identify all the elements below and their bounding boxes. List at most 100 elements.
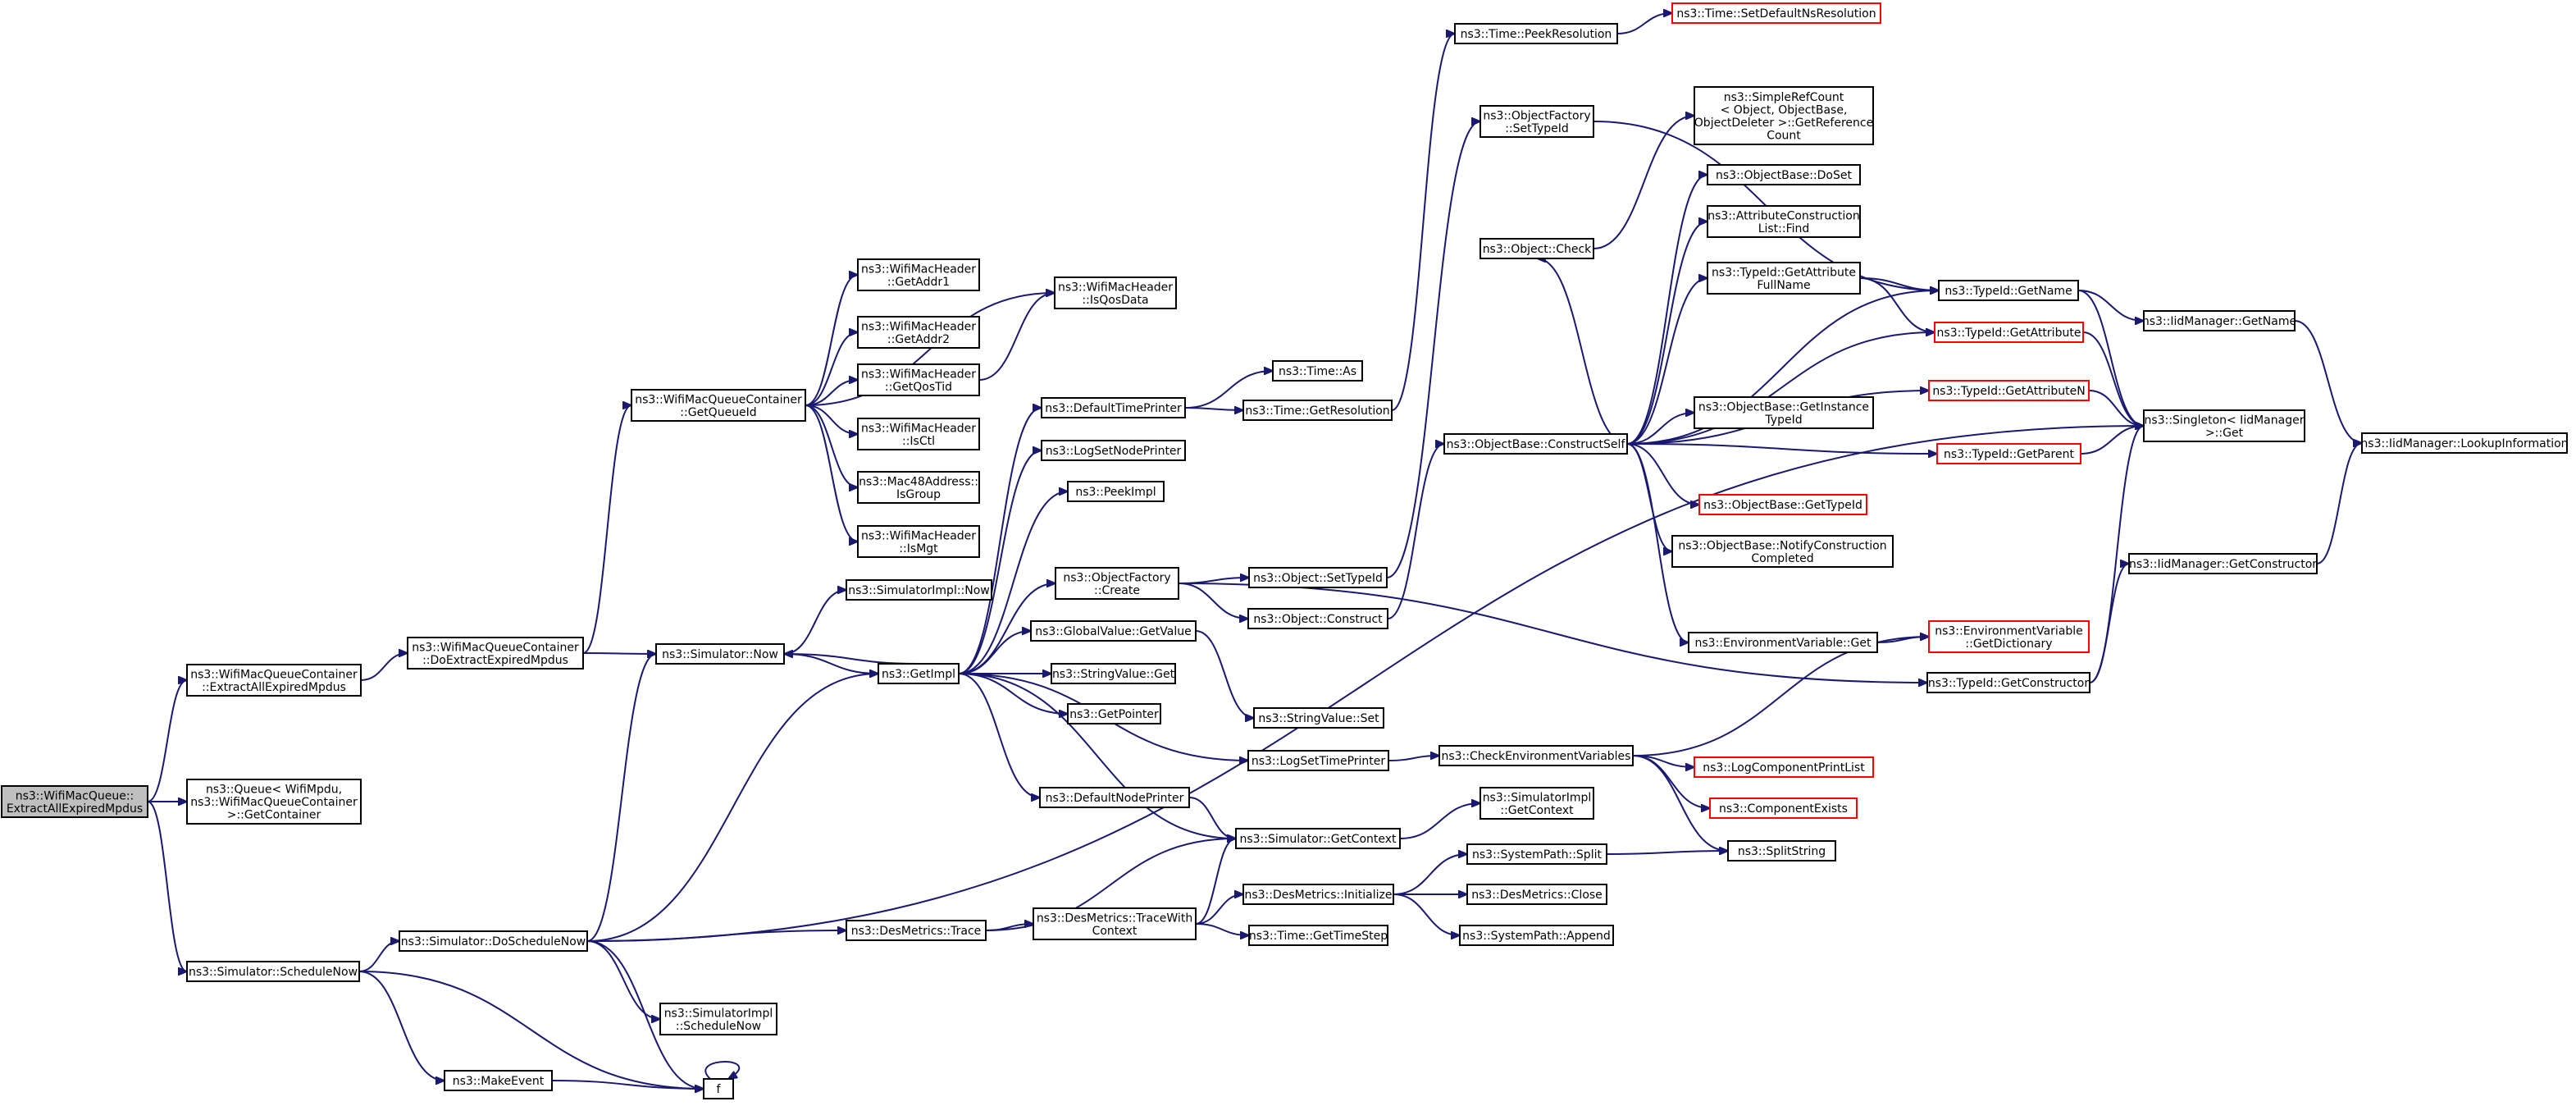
node-time-as[interactable]: ns3::Time::As [1272, 360, 1363, 382]
node-box[interactable] [1247, 608, 1388, 629]
node-get-pointer[interactable]: ns3::GetPointer [1067, 703, 1161, 724]
node-env-get-dict[interactable]: ns3::EnvironmentVariable::GetDictionary [1928, 620, 2090, 653]
node-log-set-time-printer[interactable]: ns3::LogSetTimePrinter [1247, 750, 1389, 771]
node-box[interactable] [1727, 840, 1836, 861]
node-get-impl[interactable]: ns3::GetImpl [878, 663, 960, 684]
node-do-schedule-now[interactable]: ns3::Simulator::DoScheduleNow [399, 930, 588, 952]
node-peek-impl[interactable]: ns3::PeekImpl [1067, 481, 1165, 502]
node-box[interactable] [1041, 440, 1186, 461]
node-box[interactable] [1438, 745, 1634, 766]
node-box[interactable] [2361, 432, 2568, 454]
node-box[interactable] [1242, 400, 1393, 421]
node-obj-base-get-type-id[interactable]: ns3::ObjectBase::GetTypeId [1698, 494, 1867, 515]
node-box[interactable] [1936, 443, 2081, 464]
node-box[interactable] [1041, 397, 1186, 418]
node-log-comp-print-list[interactable]: ns3::LogComponentPrintList [1694, 756, 1874, 778]
node-type-id-get-attr-n[interactable]: ns3::TypeId::GetAttributeN [1928, 380, 2090, 401]
node-box[interactable] [2128, 553, 2318, 574]
node-get-queue-id[interactable]: ns3::WifiMacQueueContainer::GetQueueId [631, 389, 806, 422]
node-box[interactable] [444, 1070, 553, 1091]
node-type-id-get-parent[interactable]: ns3::TypeId::GetParent [1936, 443, 2081, 464]
node-box[interactable] [186, 664, 362, 697]
node-box[interactable] [1067, 703, 1161, 724]
node-box[interactable] [1479, 238, 1594, 259]
node-box[interactable] [1707, 262, 1861, 295]
node-is-qos-data[interactable]: ns3::WifiMacHeader::IsQosData [1054, 276, 1177, 309]
node-box[interactable] [1051, 663, 1176, 684]
node-sim-get-context[interactable]: ns3::Simulator::GetContext [1235, 828, 1401, 849]
node-box[interactable] [1466, 843, 1607, 865]
node-time-peek-res[interactable]: ns3::Time::PeekResolution [1454, 23, 1618, 44]
node-box[interactable] [1454, 23, 1618, 44]
node-sim-impl-get-context[interactable]: ns3::SimulatorImpl::GetContext [1479, 787, 1594, 820]
node-obj-factory-set-type-id[interactable]: ns3::ObjectFactory::SetTypeId [1479, 105, 1594, 138]
node-check-env-vars[interactable]: ns3::CheckEnvironmentVariables [1438, 745, 1634, 766]
node-singleton-get[interactable]: ns3::Singleton< IidManager>::Get [2143, 409, 2305, 442]
node-f[interactable]: f [703, 1078, 734, 1099]
node-box[interactable] [1934, 322, 2084, 343]
node-box[interactable] [186, 779, 362, 825]
node-type-id-get-name[interactable]: ns3::TypeId::GetName [1938, 280, 2079, 301]
node-global-value-get[interactable]: ns3::GlobalValue::GetValue [1030, 620, 1197, 642]
node-des-init[interactable]: ns3::DesMetrics::Initialize [1242, 884, 1394, 905]
node-iid-mgr-get-name[interactable]: ns3::IidManager::GetName [2142, 310, 2296, 331]
node-schedule-now[interactable]: ns3::Simulator::ScheduleNow [186, 961, 360, 982]
node-box[interactable] [1694, 86, 1874, 145]
node-sim-impl-now[interactable]: ns3::SimulatorImpl::Now [846, 579, 992, 601]
node-obj-set-type-id[interactable]: ns3::Object::SetTypeId [1248, 567, 1388, 588]
node-is-mgt[interactable]: ns3::WifiMacHeader::IsMgt [857, 525, 980, 558]
node-get-addr2[interactable]: ns3::WifiMacHeader::GetAddr2 [857, 316, 980, 349]
node-box[interactable] [1671, 2, 1881, 24]
node-log-set-node-printer[interactable]: ns3::LogSetNodePrinter [1041, 440, 1186, 461]
node-box[interactable] [1054, 276, 1177, 309]
node-box[interactable] [1938, 280, 2079, 301]
node-sys-path-split[interactable]: ns3::SystemPath::Split [1466, 843, 1607, 865]
node-extract-all[interactable]: ns3::WifiMacQueueContainer::ExtractAllEx… [186, 664, 362, 697]
node-box[interactable] [857, 418, 980, 450]
node-type-id-get-constr[interactable]: ns3::TypeId::GetConstructor [1926, 672, 2090, 693]
node-obj-check[interactable]: ns3::Object::Check [1479, 238, 1594, 259]
node-box[interactable] [1235, 828, 1401, 849]
node-default-time-printer[interactable]: ns3::DefaultTimePrinter [1041, 397, 1186, 418]
node-box[interactable] [631, 389, 806, 422]
node-box[interactable] [1928, 380, 2090, 401]
node-box[interactable] [1709, 798, 1858, 819]
node-root[interactable]: ns3::WifiMacQueue::ExtractAllExpiredMpdu… [1, 785, 148, 818]
node-box[interactable] [1466, 884, 1607, 905]
node-box[interactable] [846, 579, 992, 601]
node-box[interactable] [1242, 884, 1394, 905]
node-box[interactable] [1694, 396, 1874, 429]
node-is-ctl[interactable]: ns3::WifiMacHeader::IsCtl [857, 418, 980, 450]
node-comp-exists[interactable]: ns3::ComponentExists [1709, 798, 1858, 819]
node-split-string[interactable]: ns3::SplitString [1727, 840, 1836, 861]
node-box[interactable] [1030, 620, 1197, 642]
node-box[interactable] [1707, 164, 1861, 185]
node-box[interactable] [1039, 787, 1190, 808]
node-obj-factory-create[interactable]: ns3::ObjectFactory::Create [1055, 567, 1179, 600]
node-box[interactable] [1067, 481, 1165, 502]
node-box[interactable] [1926, 672, 2090, 693]
node-time-get-time-step[interactable]: ns3::Time::GetTimeStep [1248, 925, 1388, 946]
node-obj-construct[interactable]: ns3::Object::Construct [1247, 608, 1388, 629]
node-make-event[interactable]: ns3::MakeEvent [444, 1070, 553, 1091]
node-string-value-get[interactable]: ns3::StringValue::Get [1051, 663, 1176, 684]
node-box[interactable] [407, 637, 584, 670]
node-box[interactable] [1, 785, 148, 818]
node-box[interactable] [2143, 409, 2305, 442]
node-notify-constr[interactable]: ns3::ObjectBase::NotifyConstructionCompl… [1671, 535, 1894, 568]
node-box[interactable] [1928, 620, 2090, 653]
node-box[interactable] [1479, 787, 1594, 820]
node-box[interactable] [399, 930, 588, 952]
node-sim-now[interactable]: ns3::Simulator::Now [655, 643, 785, 665]
node-box[interactable] [1253, 707, 1384, 729]
node-string-value-set[interactable]: ns3::StringValue::Set [1253, 707, 1384, 729]
node-box[interactable] [655, 643, 785, 665]
node-get-qos-tid[interactable]: ns3::WifiMacHeader::GetQosTid [857, 363, 980, 396]
node-sys-path-append[interactable]: ns3::SystemPath::Append [1459, 925, 1614, 946]
node-box[interactable] [703, 1078, 734, 1099]
node-box[interactable] [1688, 632, 1878, 653]
node-box[interactable] [1694, 756, 1874, 778]
node-box[interactable] [1248, 567, 1388, 588]
